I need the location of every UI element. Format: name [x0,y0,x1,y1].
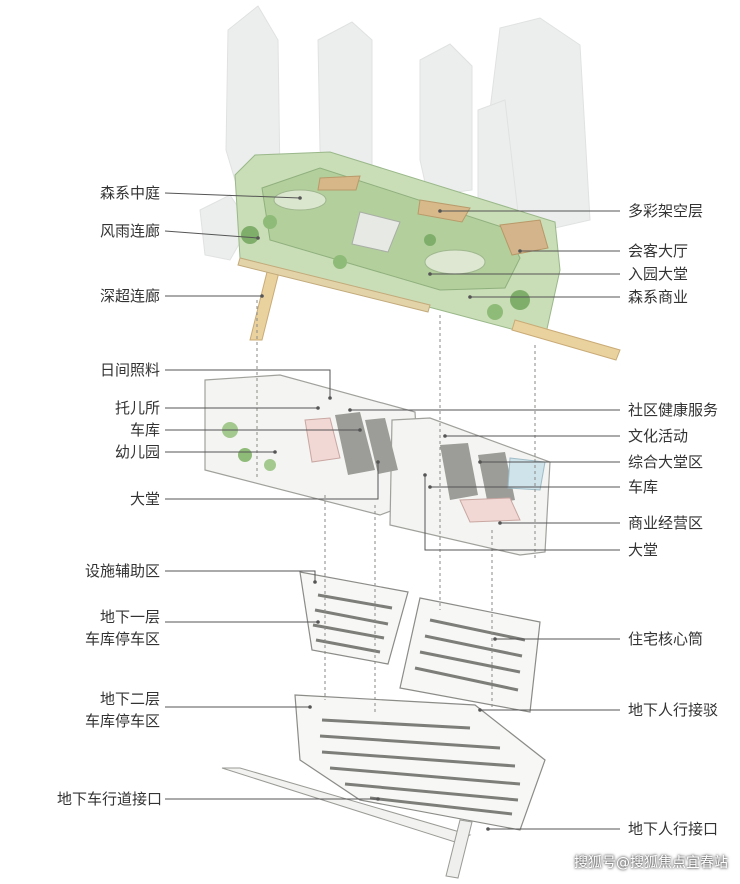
leader-dot-community-health [348,408,352,412]
label-nursery: 托儿所 [114,399,160,417]
leader-dot-entry-lobby [428,272,432,276]
label-b2-parking: 地下二层 车库停车区 [84,690,160,730]
label-comprehensive-hall: 综合大堂区 [628,453,704,471]
leader-dot-senxi-commerce [468,295,472,299]
label-lobby-west: 大堂 [129,490,160,508]
label-entry-lobby: 入园大堂 [628,265,689,283]
leader-dot-b2-parking [308,705,312,709]
b2-parking-stalls [319,718,521,816]
leader-dot-wind-rain-corridor [256,236,260,240]
label-garage-east: 车库 [628,478,659,496]
leader-dot-ped-interface [486,827,490,831]
label-ped-connection: 地下人行接驳 [628,701,719,719]
leader-line-lobby-east [424,475,620,551]
label-kindergarten: 幼儿园 [114,443,160,461]
leader-dot-colorful-stilt [438,209,442,213]
leader-line-wind-rain-corridor [164,230,259,239]
leader-dot-kindergarten [273,450,277,454]
label-commercial-area: 商业经营区 [628,514,704,532]
leader-dot-nursery [316,406,320,410]
leader-dot-cultural-activity [443,434,447,438]
label-reception-hall: 会客大厅 [628,242,689,260]
leader-line-lobby-west [165,462,379,500]
label-senxi-courtyard: 森系中庭 [99,184,160,202]
leader-dot-lobby-east [423,473,427,477]
label-day-care: 日间照料 [99,361,160,379]
label-colorful-stilt: 多彩架空层 [628,202,704,220]
leader-dot-ped-connection [478,708,482,712]
label-b1-parking: 地下一层 车库停车区 [84,608,160,648]
watermark: 搜狐号@搜狐焦点宜春站 [574,855,728,871]
label-ped-interface: 地下人行接口 [628,820,719,838]
label-garage-west: 车库 [129,421,160,439]
leader-dot-lobby-west [376,460,380,464]
b1-parking-level [299,571,541,713]
label-residential-core: 住宅核心筒 [628,630,704,648]
leader-dot-day-care [328,396,332,400]
leader-dot-comprehensive-hall [478,460,482,464]
leader-lines [164,192,620,831]
leader-line-day-care [165,369,331,398]
label-lobby-east: 大堂 [628,541,659,559]
leader-dot-underground-road [376,797,380,801]
leader-dot-residential-core [493,637,497,641]
label-senxi-commerce: 森系商业 [628,288,689,306]
podium-parking-rows [335,412,515,505]
label-wind-rain-corridor: 风雨连廊 [99,222,160,240]
b2-parking-level [221,694,546,879]
label-cultural-activity: 文化活动 [628,427,689,445]
leader-dot-commercial-area [498,521,502,525]
label-shenzhen-corridor: 深超连廊 [99,287,160,305]
corridors [237,257,621,361]
label-facility-aux: 设施辅助区 [84,562,160,580]
leader-dot-garage-west [358,428,362,432]
leader-dot-garage-east [428,485,432,489]
label-community-health: 社区健康服务 [628,401,719,419]
leader-dot-reception-hall [518,249,522,253]
leader-dot-b1-parking [316,620,320,624]
label-underground-road: 地下车行道接口 [56,790,162,808]
leader-dot-facility-aux [313,580,317,584]
leader-dot-senxi-courtyard [298,196,302,200]
leader-line-senxi-courtyard [164,192,301,199]
vertical-connectors [256,300,536,712]
leader-line-facility-aux [165,570,316,582]
leader-dot-shenzhen-corridor [260,294,264,298]
